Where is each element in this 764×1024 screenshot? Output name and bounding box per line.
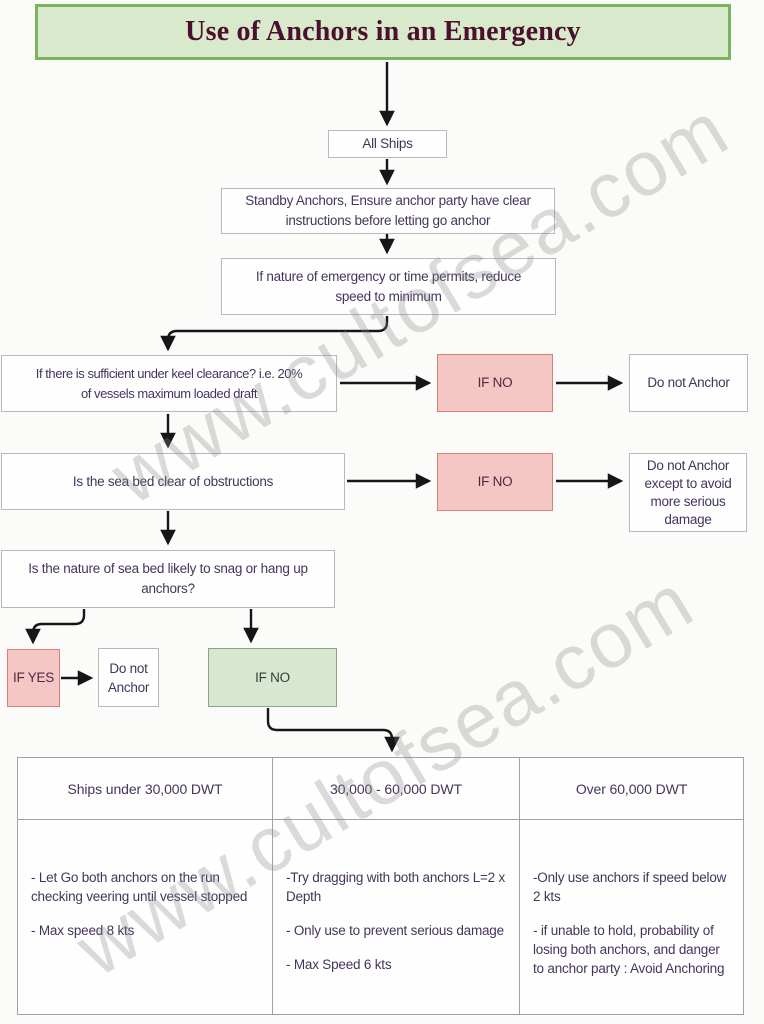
snag-line-1: Is the nature of sea bed likely to snag …: [28, 561, 308, 576]
dna2-line-3: more serious: [650, 493, 726, 509]
keel-line-2: of vessels maximum loaded draft: [80, 385, 258, 401]
cell2-paragraph-1: -Try dragging with both anchors L=2 x De…: [286, 870, 506, 904]
if-yes-label: IF YES: [12, 670, 55, 685]
snag-box: Is the nature of sea bed likely to snag …: [1, 550, 335, 608]
arrow-speed-to-keel: [160, 316, 389, 352]
table-cell-over-60000: -Only use anchors if speed below 2 kts -…: [520, 820, 743, 1014]
dna3-line-2: Anchor: [107, 679, 150, 695]
dna2-line-2: except to avoid: [644, 475, 732, 491]
arrow-snag-to-ifyes: [25, 609, 86, 645]
do-not-anchor-box-1: Do not Anchor: [629, 354, 748, 412]
dna3-line-1: Do not: [109, 660, 148, 676]
if-no-box-1: IF NO: [437, 354, 553, 412]
standby-line-1: Standby Anchors, Ensure anchor party hav…: [245, 193, 531, 208]
if-yes-box: IF YES: [7, 649, 60, 707]
diagram-title: Use of Anchors in an Emergency: [185, 16, 581, 47]
reduce-speed-box: If nature of emergency or time permits, …: [221, 258, 556, 315]
standby-line-2: instructions before letting go anchor: [285, 213, 491, 228]
arrow-ifno3-to-table: [266, 708, 400, 753]
table-cell-30000-60000: -Try dragging with both anchors L=2 x De…: [273, 820, 520, 1014]
do-not-anchor-label-1: Do not Anchor: [647, 375, 730, 390]
table-header-30000-60000: 30,000 - 60,000 DWT: [273, 758, 520, 820]
all-ships-box: All Ships: [328, 130, 447, 158]
cell2-paragraph-2: - Only use to prevent serious damage: [286, 923, 504, 938]
dna2-line-1: Do not Anchor: [646, 457, 730, 473]
table-cell-under-30000: - Let Go both anchors on the run checkin…: [18, 820, 273, 1014]
if-no-green-box: IF NO: [208, 648, 337, 707]
do-not-anchor-box-3: Do not Anchor: [98, 648, 159, 707]
do-not-anchor-box-2: Do not Anchor except to avoid more serio…: [629, 453, 747, 532]
snag-line-2: anchors?: [141, 581, 195, 596]
reduce-speed-line-1: If nature of emergency or time permits, …: [255, 268, 522, 284]
reduce-speed-line-2: speed to minimum: [335, 288, 442, 304]
cell2-paragraph-3: - Max Speed 6 kts: [286, 957, 392, 972]
keel-clearance-box: If there is sufficient under keel cleara…: [1, 355, 337, 412]
keel-line-1: If there is sufficient under keel cleara…: [35, 365, 303, 381]
table-header-over-60000: Over 60,000 DWT: [520, 758, 743, 820]
if-no-box-2: IF NO: [437, 453, 553, 511]
dwt-table: Ships under 30,000 DWT 30,000 - 60,000 D…: [17, 757, 744, 1015]
cell3-paragraph-1: -Only use anchors if speed below 2 kts: [533, 870, 727, 904]
all-ships-label: All Ships: [362, 136, 413, 151]
if-no-label-1: IF NO: [477, 375, 513, 390]
standby-anchors-box: Standby Anchors, Ensure anchor party hav…: [221, 188, 555, 234]
if-no-label-3: IF NO: [255, 669, 290, 685]
table-header-under-30000: Ships under 30,000 DWT: [18, 758, 273, 820]
cell1-paragraph-1: - Let Go both anchors on the run checkin…: [31, 870, 248, 904]
sea-bed-label: Is the sea bed clear of obstructions: [72, 473, 274, 489]
sea-bed-box: Is the sea bed clear of obstructions: [1, 453, 345, 510]
cell1-paragraph-2: - Max speed 8 kts: [31, 923, 135, 938]
diagram-title-box: Use of Anchors in an Emergency: [35, 4, 731, 60]
cell3-paragraph-2: - if unable to hold, probability of losi…: [533, 923, 725, 976]
if-no-label-2: IF NO: [477, 474, 513, 489]
dna2-line-4: damage: [664, 511, 712, 527]
